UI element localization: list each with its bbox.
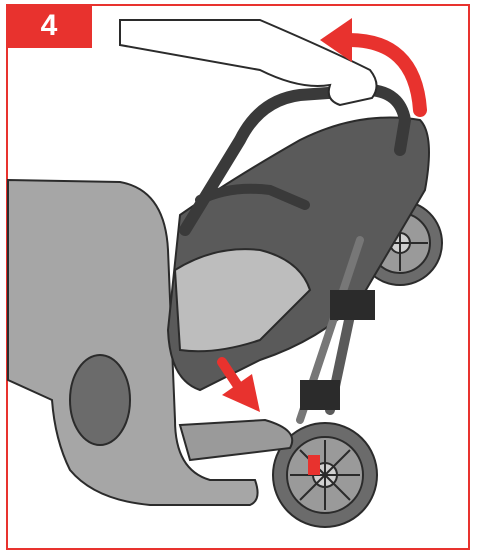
foot bbox=[180, 420, 292, 460]
step-number-badge: 4 bbox=[6, 4, 92, 48]
